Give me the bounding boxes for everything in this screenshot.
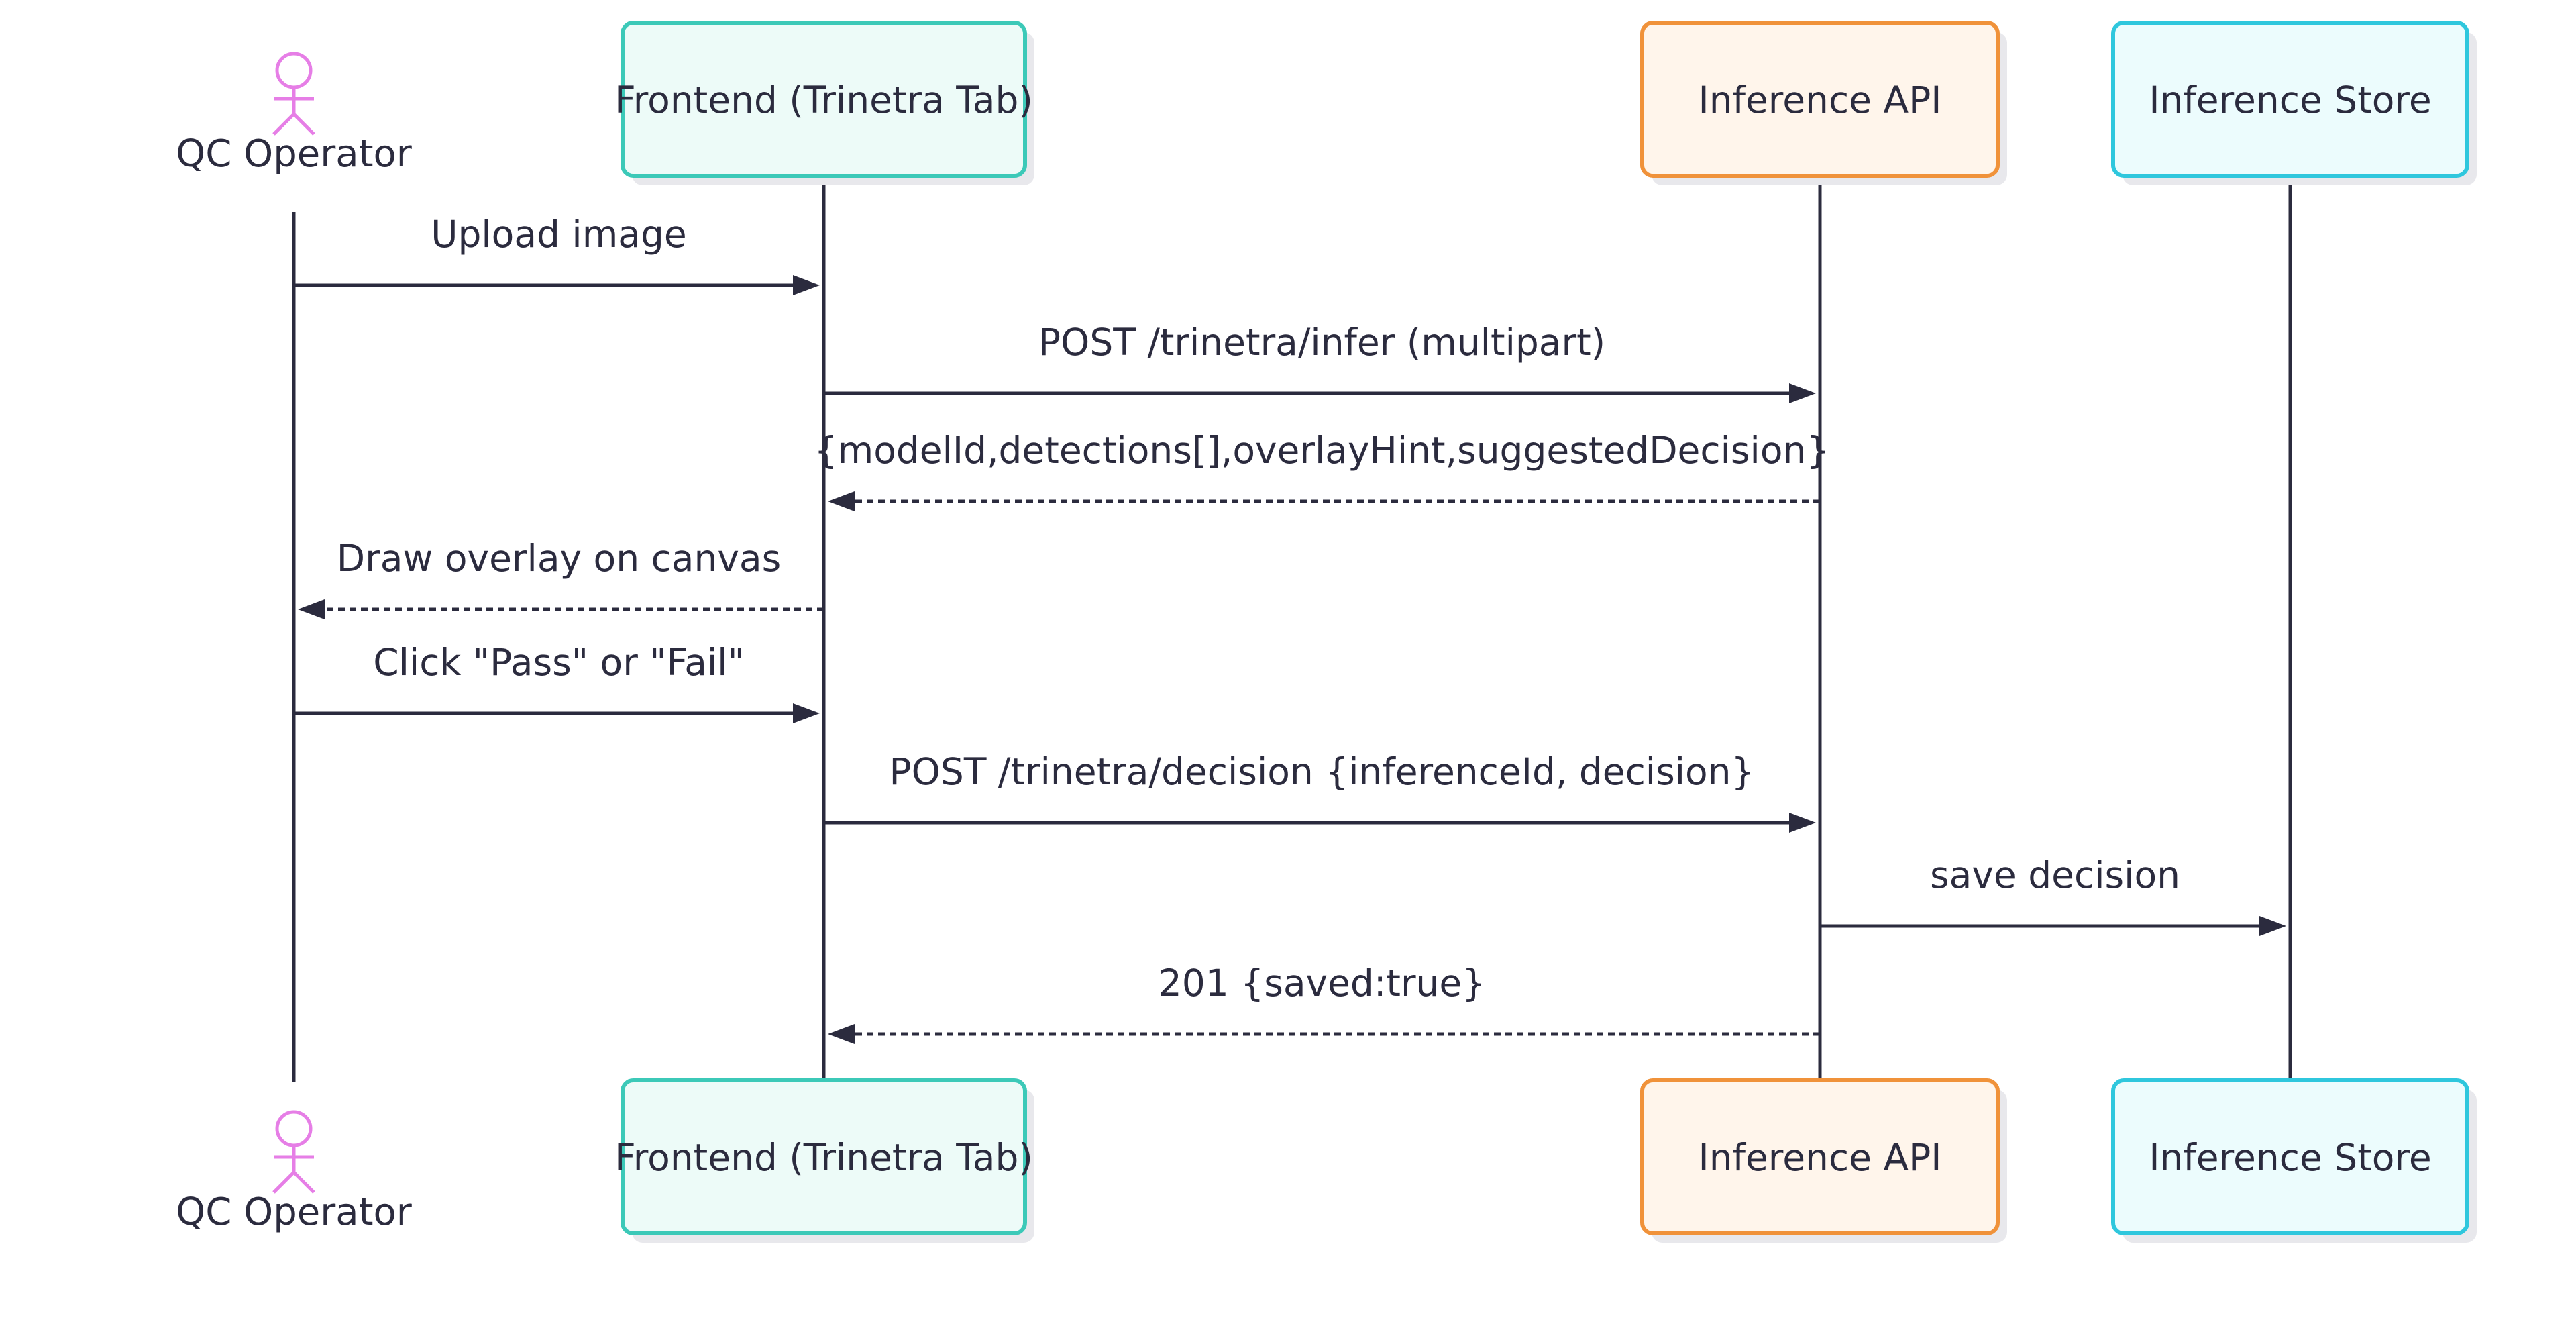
message-label: Draw overlay on canvas [337,537,782,580]
message-5: Click "Pass" or "Fail" [294,641,820,723]
lifelines [292,176,2292,1082]
arrowhead-icon [793,275,820,295]
participant-qc-top: QC Operator [176,52,413,176]
participant-box [2111,21,2469,178]
message-6: POST /trinetra/decision {inferenceId, de… [824,750,1816,833]
actor-icon [272,52,315,136]
arrowhead-icon [298,599,325,619]
participants-top: QC Operator Frontend (Trinetra Tab) Infere… [176,21,2477,185]
participant-label: Inference Store [2149,79,2431,121]
message-label: 201 {saved:true} [1159,962,1486,1005]
message-label: save decision [1930,854,2180,897]
participant-fe-top: Frontend (Trinetra Tab) [614,21,1034,185]
actor-label: QC Operator [176,1190,413,1234]
participant-label: Inference Store [2149,1136,2431,1179]
participant-fe-bottom: Frontend (Trinetra Tab) [614,1078,1034,1243]
participant-api-top: Inference API [1640,21,2007,185]
message-label: POST /trinetra/decision {inferenceId, de… [889,750,1754,793]
participant-api-bottom: Inference API [1640,1078,2007,1243]
message-3: {modelId,detections[],overlayHint,sugges… [814,429,1830,511]
participant-label: Inference API [1699,1136,1942,1179]
arrowhead-icon [1789,813,1816,833]
message-label: {modelId,detections[],overlayHint,sugges… [814,429,1830,472]
participants-bottom: QC Operator Frontend (Trinetra Tab) Infere… [176,1078,2477,1243]
message-1: Upload image [294,213,820,295]
arrowhead-icon [793,703,820,723]
participant-store-bottom: Inference Store [2111,1078,2477,1243]
message-label: Click "Pass" or "Fail" [373,641,745,684]
arrowhead-icon [828,1024,855,1044]
message-label: POST /trinetra/infer (multipart) [1038,321,1605,364]
message-7: save decision [1820,854,2286,936]
actor-icon [272,1110,315,1194]
participant-label: Inference API [1699,79,1942,121]
message-2: POST /trinetra/infer (multipart) [824,321,1816,403]
message-8: 201 {saved:true} [828,962,1820,1044]
participant-box [621,21,1027,178]
participant-store-top: Inference Store [2111,21,2477,185]
participant-box [1640,21,2000,178]
arrowhead-icon [828,491,855,511]
arrowhead-icon [2259,916,2286,936]
participant-box [621,1078,1027,1235]
arrowhead-icon [1789,383,1816,403]
participant-label: Frontend (Trinetra Tab) [614,79,1033,121]
message-4: Draw overlay on canvas [298,537,824,619]
participant-label: Frontend (Trinetra Tab) [614,1136,1033,1179]
actor-label: QC Operator [176,132,413,176]
message-label: Upload image [431,213,687,256]
participant-qc-bottom: QC Operator [176,1110,413,1234]
participant-box [2111,1078,2469,1235]
participant-box [1640,1078,2000,1235]
